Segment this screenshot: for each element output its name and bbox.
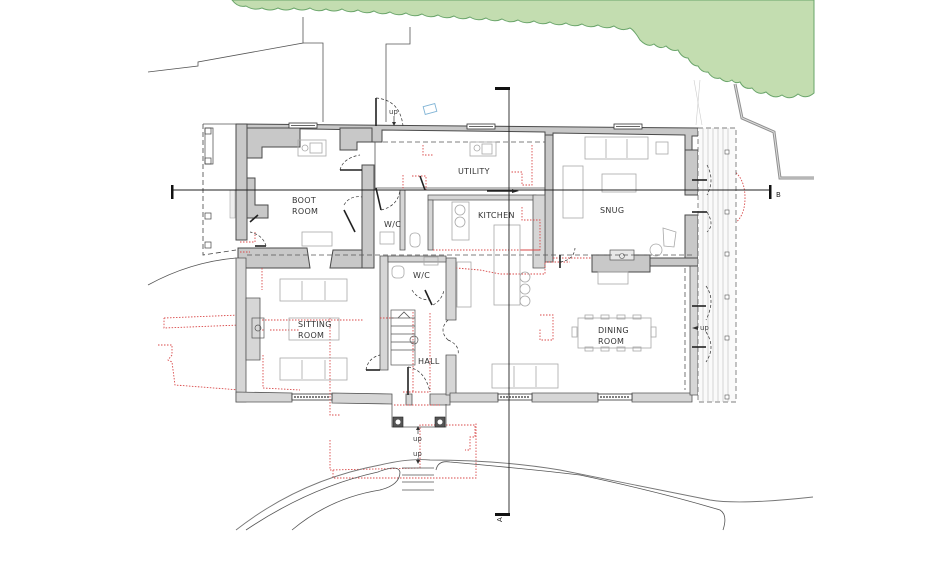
up-label-deck: up xyxy=(700,324,709,332)
room-label-utility: UTILITY xyxy=(458,167,490,176)
room-label-wc-lower: W/C xyxy=(413,271,430,280)
room-label-boot-line1: BOOT xyxy=(292,196,316,205)
room-label-snug: SNUG xyxy=(600,206,624,215)
site-boundaries xyxy=(147,17,814,180)
room-label-dining-line1: DINING xyxy=(598,326,629,335)
section-marker-labels: B A xyxy=(496,191,781,522)
building-walls xyxy=(235,123,699,406)
stair-annotations: up up up up xyxy=(389,108,709,464)
up-label-north: up xyxy=(389,108,398,116)
room-label-boot-line2: ROOM xyxy=(292,207,318,216)
room-label-dining-line2: ROOM xyxy=(598,337,624,346)
existing-interior xyxy=(240,145,592,416)
windows xyxy=(288,122,643,401)
doors xyxy=(249,97,712,395)
room-label-sitting-line1: SITTING xyxy=(298,320,332,329)
section-marker-a: A xyxy=(496,517,504,522)
boot-room-porch xyxy=(147,123,237,286)
tree-canopy xyxy=(231,0,815,99)
entrance-porch xyxy=(391,404,447,428)
ground-contours xyxy=(235,459,814,531)
section-lines xyxy=(171,87,772,516)
up-label-path: up xyxy=(413,450,422,458)
east-deck xyxy=(697,127,737,403)
rooflight-icon xyxy=(422,103,438,115)
furniture xyxy=(251,136,677,389)
room-label-hall: HALL xyxy=(418,357,440,366)
stairs xyxy=(390,309,419,366)
up-label-entrance: up xyxy=(413,435,422,443)
room-label-kitchen: KITCHEN xyxy=(478,211,515,220)
section-marker-b: B xyxy=(776,191,781,199)
room-label-wc-upper: W/C xyxy=(384,220,401,229)
room-label-sitting-line2: ROOM xyxy=(298,331,324,340)
room-labels: BOOT ROOM UTILITY W/C KITCHEN SNUG W/C S… xyxy=(292,167,629,366)
